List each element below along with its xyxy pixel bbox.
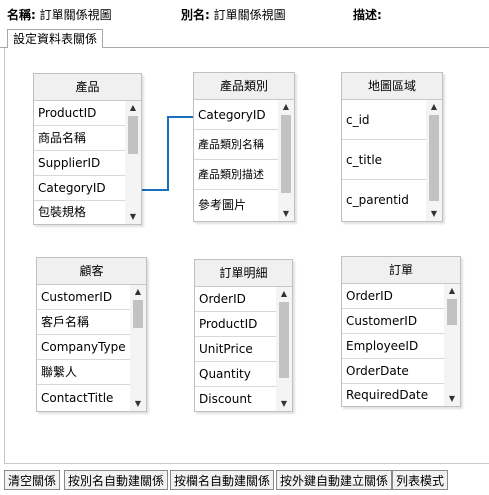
scroll-down-icon[interactable]: ▼ xyxy=(430,209,438,218)
table-category[interactable]: 產品類別 CategoryID 產品類別名稱 產品類別描述 參考圖片 ▲ ▼ xyxy=(193,72,295,222)
scroll-thumb[interactable] xyxy=(281,115,291,193)
name-field: 名稱: 訂單關係視圖 xyxy=(7,6,112,23)
table-field-list: c_id c_title c_parentid ▲ ▼ xyxy=(342,100,442,221)
table-orderdetail[interactable]: 訂單明細 OrderID ProductID UnitPrice Quantit… xyxy=(194,259,293,412)
auto-by-fk-button[interactable]: 按外鍵自動建立關係 xyxy=(276,470,392,490)
table-scrollbar[interactable]: ▲ ▼ xyxy=(278,100,294,221)
scroll-up-icon[interactable]: ▲ xyxy=(280,289,288,298)
field-packaging[interactable]: 包裝規格 xyxy=(38,205,87,219)
table-title[interactable]: 顧客 xyxy=(37,258,146,285)
field-contact[interactable]: 聯繫人 xyxy=(37,360,146,385)
field-discount[interactable]: Discount xyxy=(199,392,252,406)
name-label: 名稱: xyxy=(7,8,36,22)
scroll-thumb[interactable] xyxy=(279,302,289,378)
field-customerid[interactable]: CustomerID xyxy=(37,285,146,310)
scroll-down-icon[interactable]: ▼ xyxy=(134,399,142,408)
table-scrollbar[interactable]: ▲ ▼ xyxy=(125,101,141,224)
field-customer-name[interactable]: 客戶名稱 xyxy=(37,310,146,335)
field-orderid[interactable]: OrderID xyxy=(342,284,460,309)
list-mode-button[interactable]: 列表模式 xyxy=(392,470,448,490)
table-title[interactable]: 訂單明細 xyxy=(195,260,292,287)
scroll-up-icon[interactable]: ▲ xyxy=(129,103,137,112)
scroll-up-icon[interactable]: ▲ xyxy=(430,102,438,111)
field-c-title[interactable]: c_title xyxy=(342,140,442,180)
auto-by-alias-button[interactable]: 按別名自動建關係 xyxy=(64,470,168,490)
scroll-down-icon[interactable]: ▼ xyxy=(280,399,288,408)
alias-label: 別名: xyxy=(181,8,210,22)
field-category-name[interactable]: 產品類別名稱 xyxy=(194,130,294,160)
scroll-down-icon[interactable]: ▼ xyxy=(282,209,290,218)
relation-link-layer xyxy=(142,116,194,191)
scroll-up-icon[interactable]: ▲ xyxy=(134,287,142,296)
scroll-down-icon[interactable]: ▼ xyxy=(448,394,456,403)
field-picture[interactable]: 參考圖片 xyxy=(198,198,247,212)
scroll-thumb[interactable] xyxy=(128,116,138,154)
field-c-parentid[interactable]: c_parentid xyxy=(346,193,409,207)
table-scrollbar[interactable]: ▲ ▼ xyxy=(426,100,442,221)
field-orderid[interactable]: OrderID xyxy=(195,287,292,312)
field-quantity[interactable]: Quantity xyxy=(195,362,292,387)
table-customer[interactable]: 顧客 CustomerID 客戶名稱 CompanyType 聯繫人 Conta… xyxy=(36,257,147,412)
field-categoryid[interactable]: CategoryID xyxy=(34,176,141,201)
auto-by-column-button[interactable]: 按欄名自動建關係 xyxy=(170,470,274,490)
field-orderdate[interactable]: OrderDate xyxy=(342,359,460,384)
field-supplierid[interactable]: SupplierID xyxy=(34,151,141,176)
field-contacttitle[interactable]: ContactTitle xyxy=(41,391,114,405)
table-field-list: OrderID CustomerID EmployeeID OrderDate … xyxy=(342,284,460,406)
table-title[interactable]: 產品 xyxy=(34,74,141,101)
relation-canvas[interactable] xyxy=(4,48,489,464)
table-field-list: OrderID ProductID UnitPrice Quantity Dis… xyxy=(195,287,292,411)
scroll-thumb[interactable] xyxy=(429,115,439,201)
clear-relations-button[interactable]: 清空關係 xyxy=(4,470,60,490)
relation-line-category xyxy=(142,116,194,191)
field-companytype[interactable]: CompanyType xyxy=(37,335,146,360)
scroll-thumb[interactable] xyxy=(133,300,143,328)
field-productid[interactable]: ProductID xyxy=(195,312,292,337)
table-order[interactable]: 訂單 OrderID CustomerID EmployeeID OrderDa… xyxy=(341,256,461,407)
scroll-thumb[interactable] xyxy=(447,299,457,325)
table-product[interactable]: 產品 ProductID 商品名稱 SupplierID CategoryID … xyxy=(33,73,142,225)
field-customerid[interactable]: CustomerID xyxy=(342,309,460,334)
table-field-list: ProductID 商品名稱 SupplierID CategoryID 包裝規… xyxy=(34,101,141,224)
table-field-list: CategoryID 產品類別名稱 產品類別描述 參考圖片 ▲ ▼ xyxy=(194,100,294,221)
table-scrollbar[interactable]: ▲ ▼ xyxy=(444,284,460,406)
field-categoryid[interactable]: CategoryID xyxy=(194,100,294,130)
field-productid[interactable]: ProductID xyxy=(34,101,141,126)
desc-label: 描述: xyxy=(353,8,382,22)
table-title[interactable]: 訂單 xyxy=(342,257,460,284)
alias-value: 訂單關係視圖 xyxy=(213,8,286,22)
field-category-desc[interactable]: 產品類別描述 xyxy=(194,160,294,190)
table-title[interactable]: 地圖區域 xyxy=(342,73,442,100)
field-product-name[interactable]: 商品名稱 xyxy=(34,126,141,151)
tab-relations[interactable]: 設定資料表關係 xyxy=(7,29,104,48)
table-title[interactable]: 產品類別 xyxy=(194,73,294,100)
desc-field: 描述: xyxy=(353,6,382,23)
tab-divider xyxy=(0,47,489,48)
header-row: 名稱: 訂單關係視圖 別名: 訂單關係視圖 描述: xyxy=(0,6,489,22)
scroll-up-icon[interactable]: ▲ xyxy=(448,286,456,295)
table-field-list: CustomerID 客戶名稱 CompanyType 聯繫人 ContactT… xyxy=(37,285,146,411)
tab-bar: 設定資料表關係 xyxy=(0,28,489,48)
field-requireddate[interactable]: RequiredDate xyxy=(346,388,429,402)
name-value: 訂單關係視圖 xyxy=(39,8,112,22)
table-scrollbar[interactable]: ▲ ▼ xyxy=(130,285,146,411)
scroll-down-icon[interactable]: ▼ xyxy=(129,212,137,221)
table-region[interactable]: 地圖區域 c_id c_title c_parentid ▲ ▼ xyxy=(341,72,443,222)
field-unitprice[interactable]: UnitPrice xyxy=(195,337,292,362)
field-employeeid[interactable]: EmployeeID xyxy=(342,334,460,359)
scroll-up-icon[interactable]: ▲ xyxy=(282,102,290,111)
table-scrollbar[interactable]: ▲ ▼ xyxy=(276,287,292,411)
field-c-id[interactable]: c_id xyxy=(342,100,442,140)
alias-field: 別名: 訂單關係視圖 xyxy=(181,6,286,23)
